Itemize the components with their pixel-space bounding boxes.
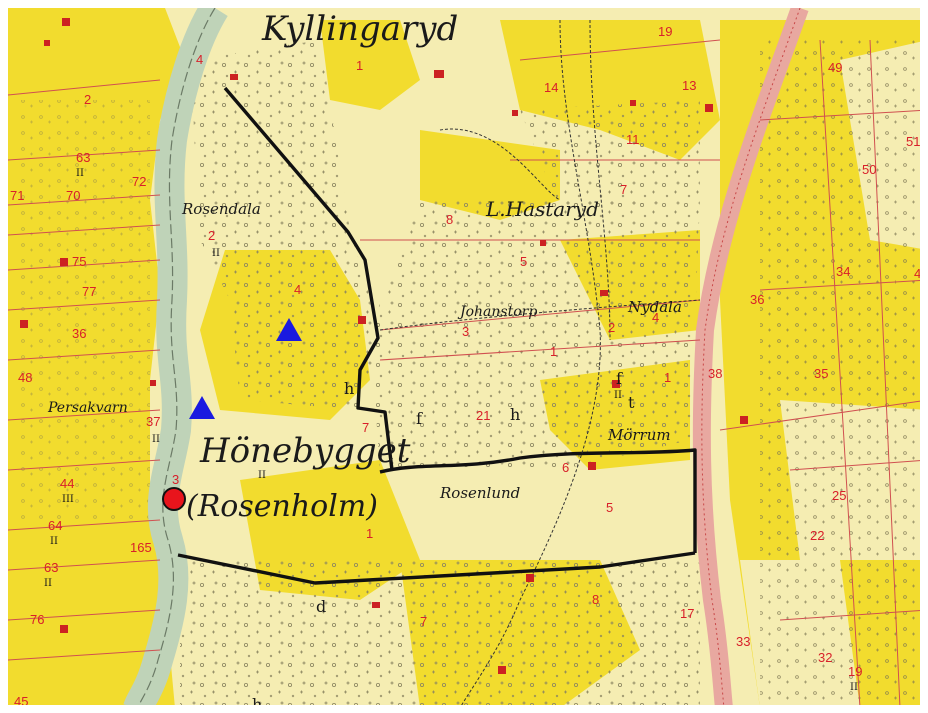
place-nydala: Nydala	[627, 298, 682, 316]
parcel-number: 7	[362, 420, 369, 435]
parcel-number: 63	[44, 560, 58, 575]
place-persakvarn: Persakvarn	[47, 400, 128, 416]
parcel-number: 50	[862, 162, 876, 177]
parcel-number: 35	[814, 366, 828, 381]
parcel-number: 1	[356, 58, 363, 73]
parcel-number: 44	[60, 476, 74, 491]
parcel-number: 72	[132, 174, 146, 189]
parcel-number: 1	[664, 370, 671, 385]
parcel-number: 2	[84, 92, 91, 107]
parcel-number: 2	[208, 228, 215, 243]
blue-triangle-marker[interactable]	[276, 318, 302, 341]
parcel-number: 48	[18, 370, 32, 385]
map-letter: h	[344, 379, 354, 398]
parcel-number: 70	[66, 188, 80, 203]
roman-numerals: II II II III II II II II II	[44, 168, 858, 693]
parcel-number: 5	[520, 254, 527, 269]
trails	[379, 19, 701, 709]
roman-numeral: III	[62, 494, 74, 505]
parcel-number: 63	[76, 150, 90, 165]
parcel-number: 33	[736, 634, 750, 649]
parcel-number: 77	[82, 284, 96, 299]
parcel-number: 4	[652, 310, 659, 325]
pasture-texture	[20, 40, 928, 708]
roman-numeral: II	[614, 390, 622, 401]
parcel-number: 8	[446, 212, 453, 227]
parcel-number: 32	[818, 650, 832, 665]
roman-numeral: II	[44, 578, 52, 589]
parcel-number: 21	[476, 408, 490, 423]
map-letter: d	[316, 597, 326, 616]
place-l-hastaryd: L.Hastaryd	[485, 197, 599, 221]
map-letter: t	[628, 393, 635, 412]
map-markers[interactable]	[162, 318, 302, 511]
property-boundary	[177, 86, 697, 585]
parcel-number: 75	[72, 254, 86, 269]
place-rosenlund: Rosenlund	[439, 484, 520, 502]
parcel-number: 51	[906, 134, 920, 149]
parcel-number: 34	[836, 264, 850, 279]
parcel-number: 36	[750, 292, 764, 307]
parcel-number: 14	[544, 80, 558, 95]
roman-numeral: II	[76, 168, 84, 179]
parcel-number: 71	[10, 188, 24, 203]
parcel-number: 1	[366, 526, 373, 541]
parcel-number: 4	[294, 282, 301, 297]
parcel-number: 37	[146, 414, 160, 429]
parcel-number: 8	[592, 592, 599, 607]
map-letters: h f h f t d h	[252, 369, 635, 713]
parcel-number: 38	[708, 366, 722, 381]
parcel-number: 11	[626, 132, 640, 147]
roman-numeral: II	[50, 536, 58, 547]
parcel-number: 165	[130, 540, 152, 555]
parcel-number: 13	[682, 78, 696, 93]
place-names: Kyllingaryd Rosendala L.Hastaryd Johanst…	[47, 9, 682, 524]
parcel-number: 2	[608, 320, 615, 335]
roman-numeral: II	[850, 682, 858, 693]
blue-triangle-marker[interactable]	[189, 396, 215, 419]
parcel-number: 17	[680, 606, 694, 621]
place-honebygget: Hönebygget	[199, 431, 411, 471]
parcel-number: 36	[72, 326, 86, 341]
roman-numeral: II	[258, 470, 266, 481]
place-morrum: Mörrum	[607, 426, 671, 444]
parcel-number: 76	[30, 612, 44, 627]
parcel-number: 49	[828, 60, 842, 75]
parcel-number: 22	[810, 528, 824, 543]
parcel-number: 6	[562, 460, 569, 475]
map-letter: f	[416, 409, 423, 428]
roman-numeral: II	[152, 434, 160, 445]
buildings	[20, 18, 748, 674]
parcel-number: 3	[462, 324, 469, 339]
parcel-number: 25	[832, 488, 846, 503]
map-letter: h	[252, 695, 262, 713]
place-rosenholm: (Rosenholm)	[186, 489, 378, 524]
place-kyllingaryd: Kyllingaryd	[261, 9, 458, 49]
parcel-lines	[7, 39, 928, 709]
parcel-number: 19	[848, 664, 862, 679]
place-johanstorp: Johanstorp	[457, 304, 537, 320]
parcel-number: 3	[172, 472, 179, 487]
place-rosendala: Rosendala	[181, 200, 261, 218]
parcel-number: 64	[48, 518, 62, 533]
parcel-number: 7	[620, 182, 627, 197]
parcel-number: 19	[658, 24, 672, 39]
map-letter: h	[510, 405, 520, 424]
parcel-number: 7	[420, 614, 427, 629]
map-letter: f	[616, 369, 623, 388]
red-circle-marker[interactable]	[162, 487, 186, 511]
roman-numeral: II	[212, 248, 220, 259]
parcel-number: 5	[606, 500, 613, 515]
parcel-number: 1	[550, 344, 557, 359]
parcel-number: 4	[196, 52, 203, 67]
